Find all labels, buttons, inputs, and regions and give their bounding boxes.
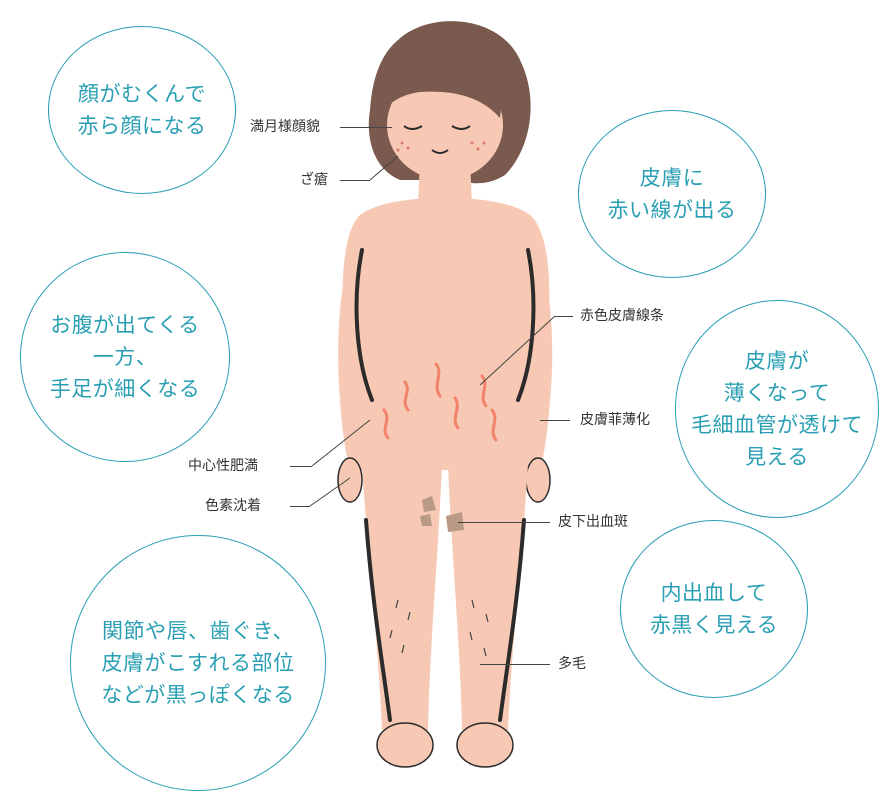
bubble-belly: お腹が出てくる 一方、 手足が細くなる	[20, 252, 230, 462]
leader-hirsutism	[480, 664, 550, 665]
hair-marks	[389, 599, 489, 657]
leader-purpura	[458, 522, 550, 523]
leader-striae	[555, 316, 573, 317]
leader-pigmentation	[290, 506, 310, 507]
label-striae: 赤色皮膚線条	[580, 308, 664, 324]
bubble-bleeding: 内出血して 赤黒く見える	[620, 520, 808, 698]
leader-moon-face	[340, 127, 392, 128]
purpura-marks	[420, 496, 464, 532]
label-purpura: 皮下出血斑	[558, 514, 628, 530]
torso	[342, 198, 550, 470]
bubble-red-lines: 皮膚に 赤い線が出る	[578, 110, 766, 278]
label-pigmentation: 色素沈着	[205, 498, 261, 514]
label-hirsutism: 多毛	[558, 656, 586, 672]
bubble-face: 顔がむくんで 赤ら顔になる	[48, 26, 236, 194]
label-central-obesity: 中心性肥満	[188, 458, 258, 474]
bubble-dark: 関節や唇、歯ぐき、 皮膚がこすれる部位 などが黒っぽくなる	[70, 535, 326, 791]
leader-acne	[340, 180, 370, 181]
leader-central-obesity	[290, 466, 312, 467]
label-moon-face: 満月様顔貌	[250, 119, 320, 135]
label-acne: ざ瘡	[300, 172, 328, 188]
left-arm	[338, 230, 372, 470]
leader-skin-thinning	[540, 420, 570, 421]
label-skin-thinning: 皮膚菲薄化	[580, 412, 650, 428]
bubble-thin-skin: 皮膚が 薄くなって 毛細血管が透けて 見える	[675, 300, 879, 518]
